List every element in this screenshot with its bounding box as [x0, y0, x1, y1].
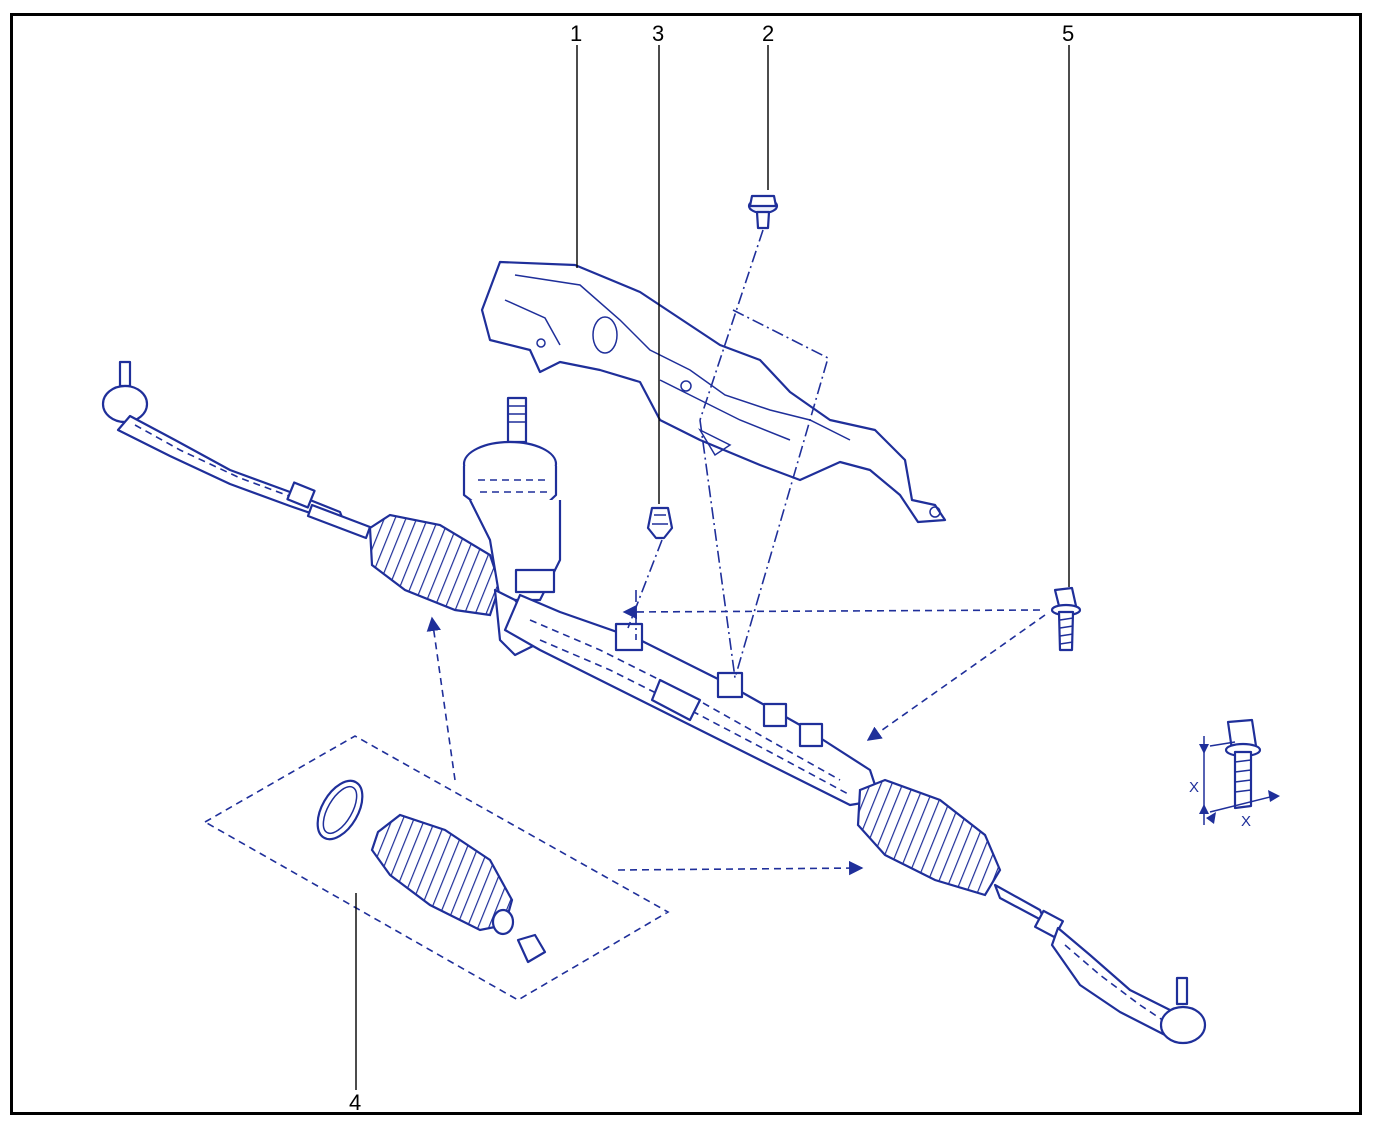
bellows-kit-arrow-left [426, 616, 456, 781]
bellows-kit-arrow-right [617, 860, 864, 876]
nut-2-to-rack-line [699, 419, 736, 679]
callout-1: 1 [570, 21, 582, 46]
bellows-kit-4 [203, 735, 670, 1001]
flange-nut-2 [747, 194, 779, 230]
bolt-5-arrow-upper [622, 604, 1041, 620]
right-tie-rod [993, 883, 1207, 1045]
left-tie-rod [101, 360, 372, 540]
flange-bolt-5 [1050, 586, 1082, 652]
dimension-label-x-vertical: X [1189, 779, 1199, 796]
left-bellows [368, 513, 502, 617]
rack-tube [503, 593, 882, 807]
callout-5: 5 [1062, 21, 1074, 46]
bolt-torque-detail: X X [1189, 718, 1280, 830]
callout-4: 4 [349, 1090, 361, 1115]
callout-3: 3 [652, 21, 664, 46]
right-bellows [856, 778, 1002, 897]
callout-2: 2 [762, 21, 774, 46]
clip-3-axis-line [627, 539, 663, 629]
callout-leaders [355, 45, 1070, 1090]
nut-2-axis-line [699, 229, 764, 421]
dimension-label-x-horizontal: X [1241, 813, 1251, 830]
clip-nut-3 [646, 506, 674, 540]
assembly-lines [426, 229, 1046, 876]
bolt-5-arrow-lower [866, 614, 1046, 741]
diagram-frame [10, 13, 1362, 1115]
callout-labels: 1 2 3 4 5 [349, 21, 1074, 1115]
heat-shield [480, 260, 947, 524]
